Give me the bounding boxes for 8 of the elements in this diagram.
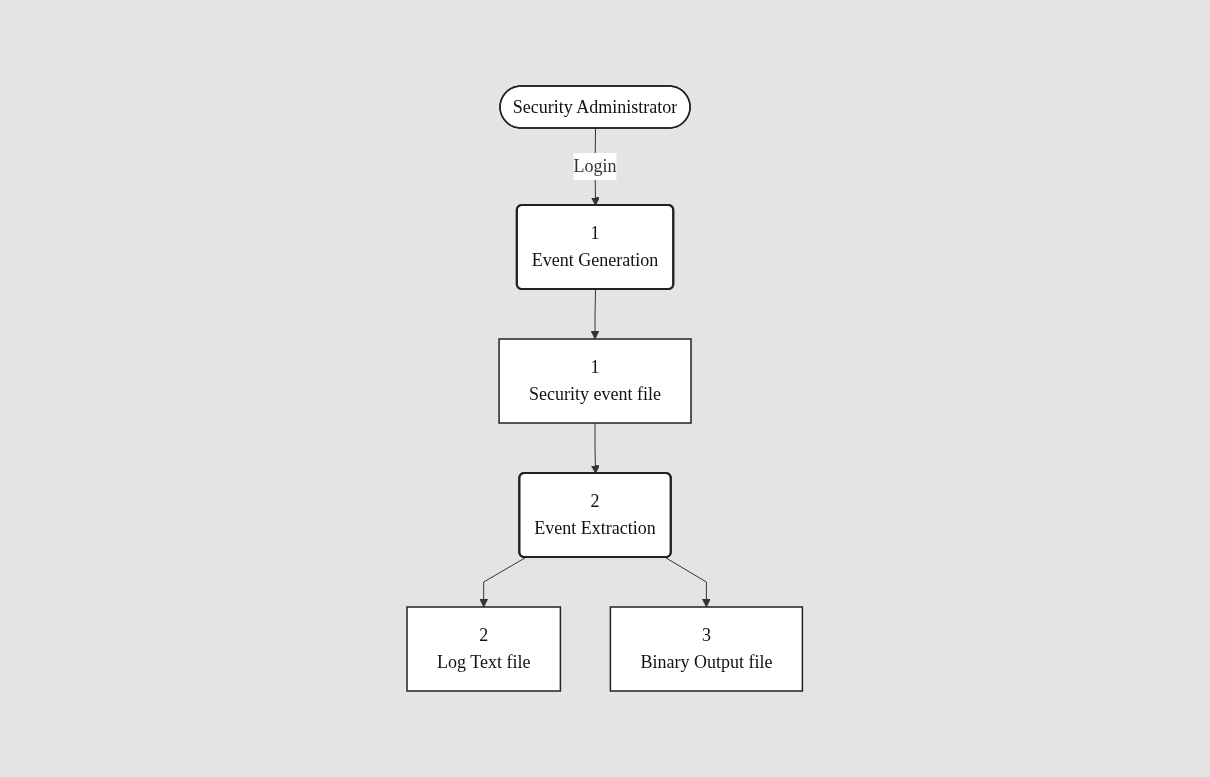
node-box: 1 Security event file [498, 338, 693, 424]
arrow [479, 557, 527, 608]
arrow [591, 422, 601, 474]
arrow [590, 289, 600, 340]
arrow [665, 557, 712, 608]
node-box: 2 Log Text file [406, 606, 562, 692]
edge-label: Login [573, 156, 617, 176]
node-box: 3 Binary Output file [609, 606, 804, 692]
